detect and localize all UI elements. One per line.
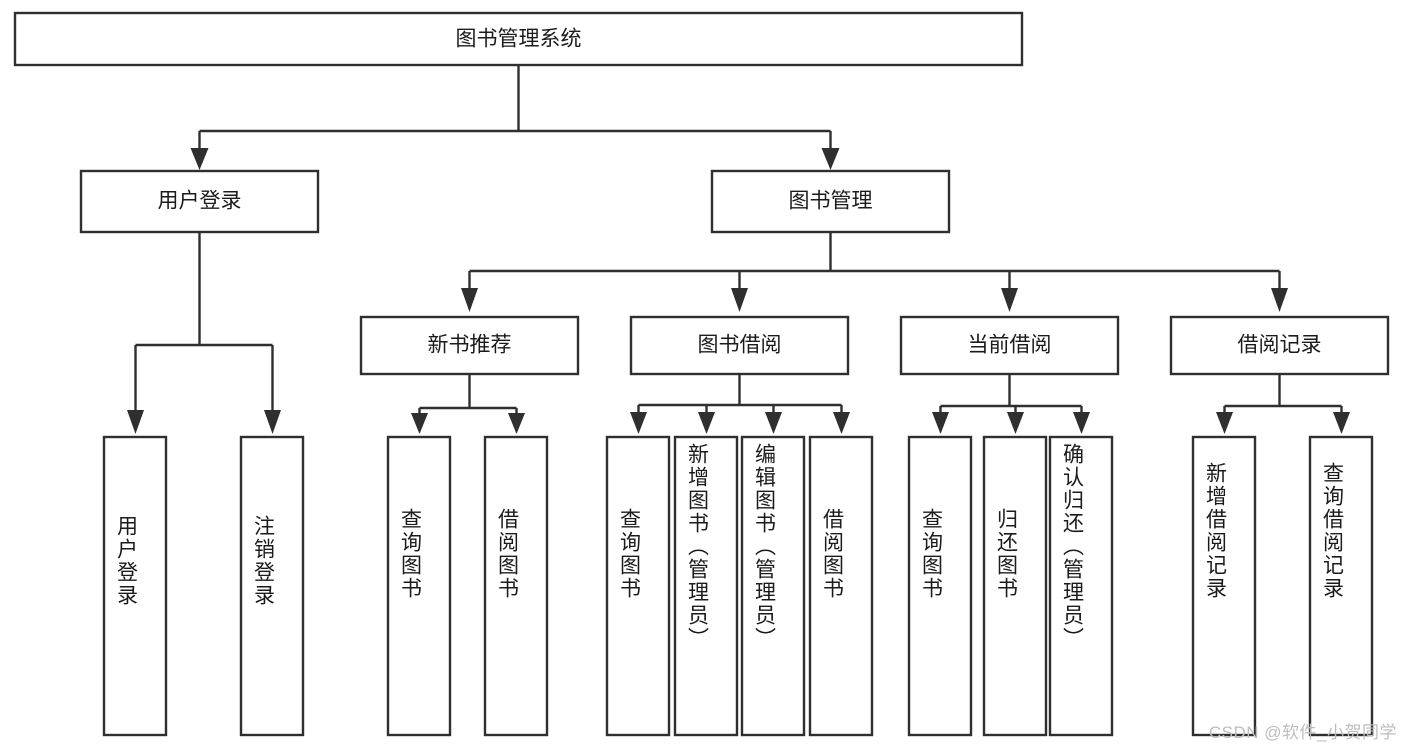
node-borrow-record-label: 借阅记录 (1238, 334, 1322, 357)
leaf-box-edit-book[interactable] (740, 435, 806, 737)
leaf-box-add-book[interactable] (673, 435, 739, 737)
leaf-box-borrow-book-1[interactable] (483, 435, 549, 737)
connector-user-login-to-leaves (127, 232, 281, 434)
leaf-box-query-book-1[interactable] (386, 435, 452, 737)
node-root-label: 图书管理系统 (456, 28, 582, 51)
connector-new-book-recommend-to-leaves (411, 374, 525, 434)
node-user-login-label: 用户登录 (158, 190, 242, 213)
leaf-box-user-login[interactable] (102, 435, 168, 737)
leaf-box-group (102, 435, 1374, 737)
node-book-manage[interactable]: 图书管理 (710, 169, 951, 234)
node-user-login[interactable]: 用户登录 (79, 169, 320, 234)
leaf-box-query-record[interactable] (1308, 435, 1374, 737)
node-book-manage-label: 图书管理 (789, 190, 873, 213)
node-borrow-record[interactable]: 借阅记录 (1169, 315, 1390, 376)
leaf-box-logout[interactable] (239, 435, 305, 737)
node-book-borrow[interactable]: 图书借阅 (629, 315, 850, 376)
node-new-book-recommend-label: 新书推荐 (428, 334, 512, 357)
node-new-book-recommend[interactable]: 新书推荐 (359, 315, 580, 376)
connector-borrow-record-to-leaves (1216, 374, 1350, 434)
connector-book-manage-to-level3 (461, 232, 1288, 312)
node-current-borrow[interactable]: 当前借阅 (899, 315, 1120, 376)
node-root[interactable]: 图书管理系统 (13, 11, 1024, 67)
connector-root-to-level2 (190, 65, 840, 170)
leaf-box-query-book-3[interactable] (907, 435, 973, 737)
leaf-box-borrow-book-2[interactable] (808, 435, 874, 737)
leaf-box-query-book-2[interactable] (605, 435, 671, 737)
node-current-borrow-label: 当前借阅 (968, 334, 1052, 357)
connector-book-borrow-to-leaves (630, 374, 850, 434)
csdn-watermark: CSDN @软件_小贺同学 (1208, 723, 1397, 742)
leaf-box-return-book[interactable] (982, 435, 1048, 737)
connector-current-borrow-to-leaves (932, 374, 1090, 434)
node-book-borrow-label: 图书借阅 (698, 334, 782, 357)
leaf-box-add-record[interactable] (1191, 435, 1257, 737)
leaf-box-confirm-return[interactable] (1048, 435, 1114, 737)
